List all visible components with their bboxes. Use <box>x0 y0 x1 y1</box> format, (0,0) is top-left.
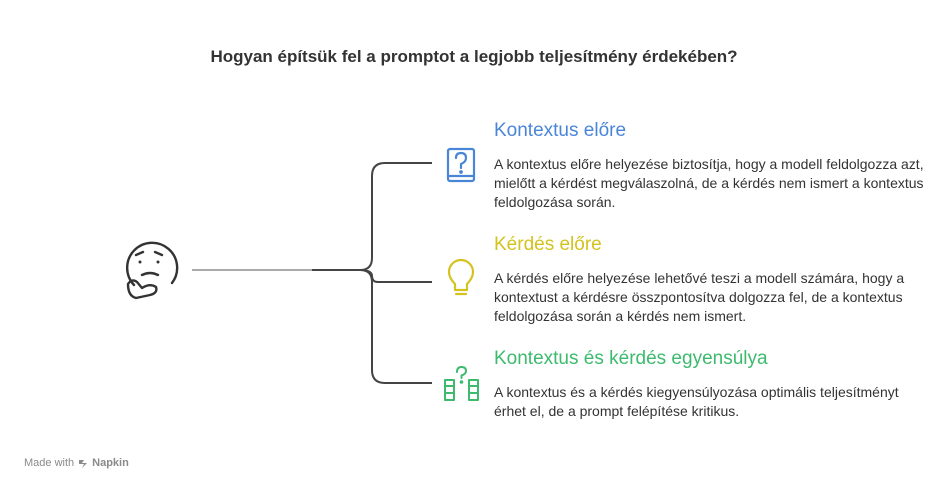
branch-connector-1 <box>359 162 432 271</box>
branch-description-kerdes-elore: A kérdés előre helyezése lehetővé teszi … <box>494 270 905 324</box>
footer-brand: Napkin <box>78 457 129 469</box>
branch-title-kontextus-elore: Kontextus előre <box>494 120 627 141</box>
page-title: Hogyan építsük fel a promptot a legjobb … <box>210 47 738 66</box>
branch-description-egyensuly: A kontextus és a kérdés kiegyensúlyozása… <box>494 384 899 419</box>
footer-brand-label: Napkin <box>92 457 129 469</box>
footer-credit: Made with Napkin <box>24 457 129 469</box>
thinking-face-icon <box>125 241 179 300</box>
balance-blocks-icon <box>444 366 479 401</box>
lightbulb-icon <box>447 258 475 296</box>
question-book-icon <box>446 147 476 183</box>
footer-prefix: Made with <box>24 457 75 469</box>
branch-description-kontextus-elore: A kontextus előre helyezése biztosítja, … <box>494 156 924 210</box>
napkin-logo-icon <box>79 459 88 468</box>
branch-title-kerdes-elore: Kérdés előre <box>494 234 602 255</box>
branch-connector-3 <box>359 269 432 384</box>
branch-title-egyensuly: Kontextus és kérdés egyensúlya <box>494 348 768 369</box>
